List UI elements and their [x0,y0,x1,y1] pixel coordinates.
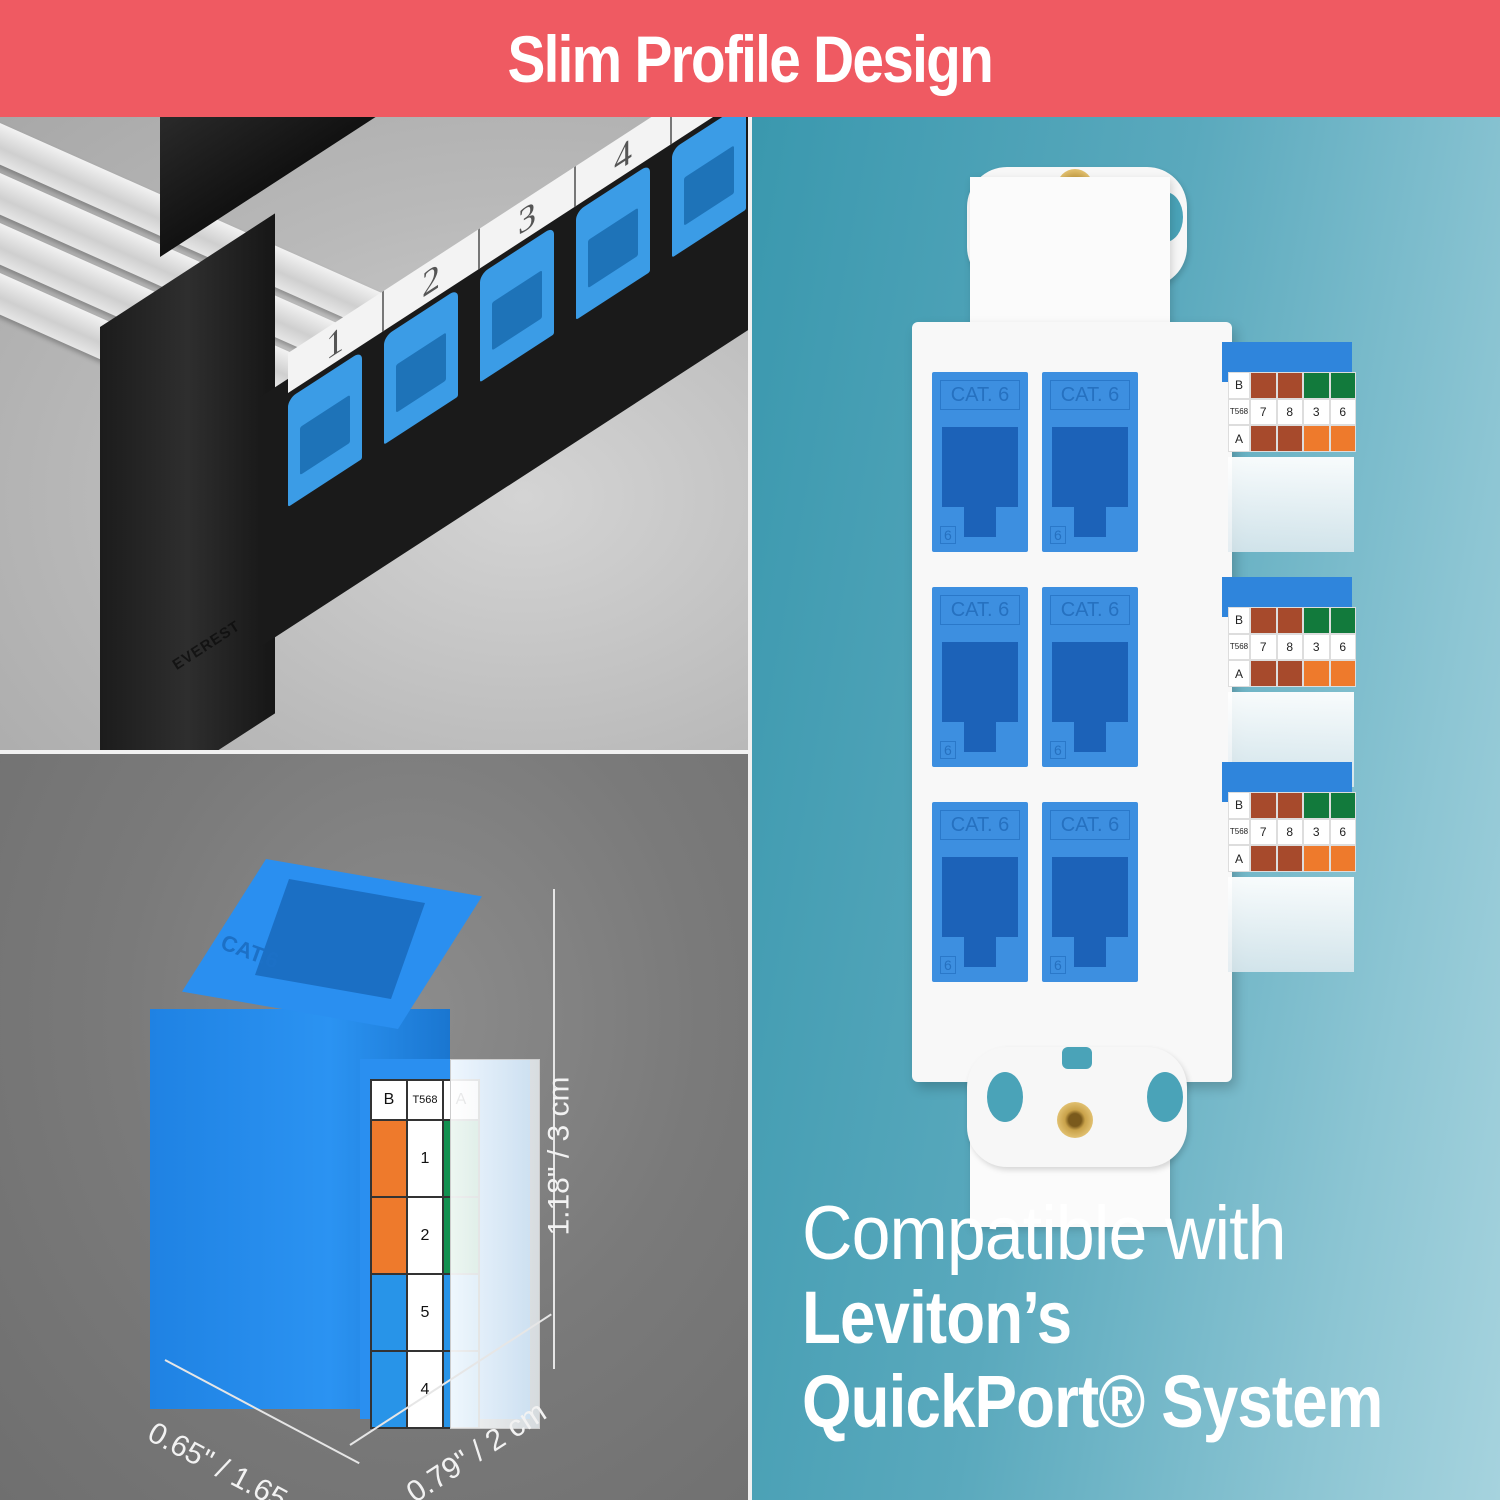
compatibility-caption: Compatible with Leviton’s QuickPort® Sys… [802,1192,1477,1444]
scheme-b-label: B [371,1080,407,1120]
rj45-opening-icon [942,427,1018,537]
port-cat-label: CAT. 6 [1050,380,1130,410]
port-mark: 6 [1050,526,1066,544]
mounting-hole-icon [987,1072,1023,1122]
wire-color-swatch [371,1197,407,1274]
keystone-jack: CAT.6 B T568 A 1 2 5 4 [150,859,540,1429]
divider-horizontal [0,750,750,754]
port-cat-label: CAT. 6 [1050,595,1130,625]
wall-plate-photo: CAT. 6 6 CAT. 6 6 CAT. 6 6 CAT. 6 6 CAT.… [752,117,1500,1500]
pin-label: 1 [407,1120,443,1197]
jack-port-opening [255,879,425,999]
pin-label: 2 [407,1197,443,1274]
wire-color-swatch [371,1351,407,1428]
wire-color-swatch [371,1120,407,1197]
wall-plate-port: CAT. 6 6 [932,587,1028,767]
height-dimension-line [553,889,555,1369]
keystone-jack-photo: CAT.6 B T568 A 1 2 5 4 1.18" / 3 cm 0.65… [0,754,748,1500]
divider-vertical [748,117,752,1500]
wall-plate-port: CAT. 6 6 [1042,587,1138,767]
standard-label: T568 [407,1080,443,1120]
side-keystone-jack: B T568 7 8 3 6 A [1222,762,1357,972]
rj45-opening-icon [1052,642,1128,752]
port-mark: 6 [940,526,956,544]
wiring-color-label: B T568 7 8 3 6 A [1228,792,1356,872]
caption-line-2: Leviton’s [802,1276,1072,1359]
height-dimension-text: 1.18" / 3 cm [542,1076,576,1236]
brass-screw-insert-icon [1057,1102,1093,1138]
side-keystone-jack: B T568 7 8 3 6 A [1222,577,1357,787]
header-title: Slim Profile Design [507,21,994,96]
idc-cap [1228,457,1354,552]
idc-cap [450,1059,540,1429]
caption-line-1: Compatible with [802,1191,1287,1276]
rj45-opening-icon [942,857,1018,967]
depth-dimension-text: 0.65" / 1.65 cm [142,1415,336,1500]
rj45-opening-icon [1052,427,1128,537]
port-mark: 6 [1050,741,1066,759]
wire-color-swatch [371,1274,407,1351]
wall-plate-port: CAT. 6 6 [1042,372,1138,552]
rj45-opening-icon [1052,857,1128,967]
plate-slot [1062,1047,1092,1069]
idc-cap [1228,877,1354,972]
wall-plate-port: CAT. 6 6 [1042,802,1138,982]
port-cat-label: CAT. 6 [940,595,1020,625]
port-cat-label: CAT. 6 [940,810,1020,840]
port-mark: 6 [940,956,956,974]
wall-plate-port: CAT. 6 6 [932,372,1028,552]
header-banner: Slim Profile Design [0,0,1500,117]
pin-label: 4 [407,1351,443,1428]
port-mark: 6 [940,741,956,759]
caption-line-3: QuickPort® System [802,1360,1383,1443]
mounting-hole-icon [1147,1072,1183,1122]
wall-plate-ports: CAT. 6 6 CAT. 6 6 CAT. 6 6 CAT. 6 6 CAT.… [932,372,1138,1072]
port-cat-label: CAT. 6 [1050,810,1130,840]
port-cat-label: CAT. 6 [940,380,1020,410]
port-mark: 6 [1050,956,1066,974]
patch-panel-photo: 1 2 3 4 5 EVEREST [0,117,748,750]
wiring-color-label: B T568 7 8 3 6 A [1228,607,1356,687]
side-keystone-jack: B T568 7 8 3 6 A [1222,342,1357,552]
wiring-color-label: B T568 7 8 3 6 A [1228,372,1356,452]
pin-label: 5 [407,1274,443,1351]
wall-plate-port: CAT. 6 6 [932,802,1028,982]
rj45-opening-icon [942,642,1018,752]
